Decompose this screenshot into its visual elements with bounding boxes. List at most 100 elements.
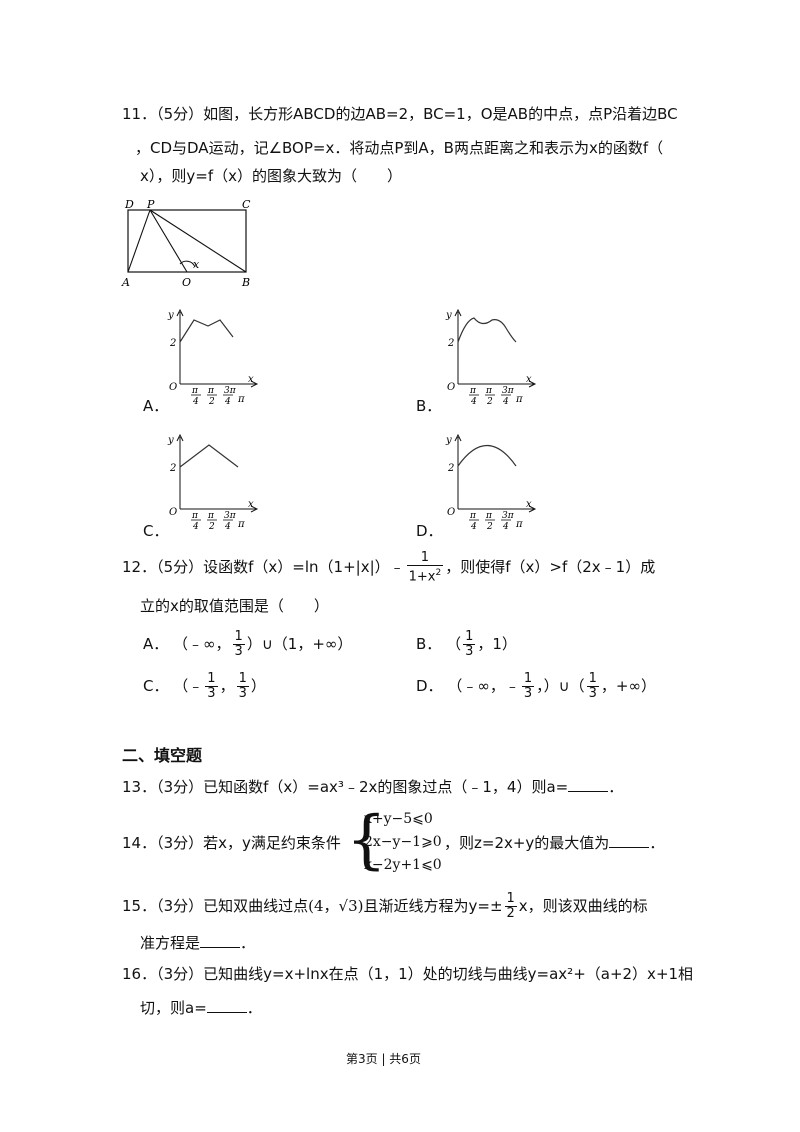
function-curve bbox=[457, 317, 517, 343]
q15-end: ． bbox=[240, 934, 256, 952]
q14-end: ． bbox=[649, 834, 665, 852]
q12-B-label: B． bbox=[416, 635, 442, 653]
tick-denominator: 2 bbox=[208, 522, 215, 531]
frac-den: 3 bbox=[588, 686, 597, 701]
origin-label: O bbox=[447, 507, 455, 518]
tick-denominator: 4 bbox=[470, 397, 477, 406]
tick-numerator: π bbox=[469, 386, 477, 396]
x-label: x bbox=[526, 374, 532, 385]
answer-blank[interactable] bbox=[206, 998, 247, 1013]
tick-numerator: 3π bbox=[224, 386, 237, 396]
frac-num: 1 bbox=[586, 671, 599, 687]
tick-denominator: 4 bbox=[224, 397, 231, 406]
q12-frac-exp: 2 bbox=[435, 568, 442, 578]
tick-numerator: π bbox=[485, 511, 493, 521]
q12-frac-num: 1 bbox=[406, 551, 444, 566]
q12-pre: 12．（5分）设函数f（x）=ln（1+|x|）﹣ bbox=[122, 558, 405, 577]
tick-denominator: 2 bbox=[486, 522, 493, 531]
tick-denominator: 2 bbox=[486, 397, 493, 406]
y-arrow bbox=[454, 308, 462, 317]
q12-D-pre: （﹣∞，﹣ bbox=[447, 677, 520, 695]
function-curve bbox=[179, 444, 239, 468]
rectangle-figure: D P C A O B x bbox=[121, 198, 251, 289]
q15-mid: 且渐近线方程为y=± bbox=[363, 897, 503, 915]
q13-text: 13．（3分）已知函数f（x）=ax³﹣2x的图象过点（﹣1，4）则a= bbox=[122, 778, 569, 796]
x-label: x bbox=[526, 499, 532, 510]
x-arrow bbox=[250, 380, 259, 388]
q13-end: ． bbox=[608, 778, 624, 796]
frac-den: 3 bbox=[523, 686, 533, 701]
q14-pre: 14．（3分）若x，y满足约束条件 bbox=[122, 834, 341, 852]
tick-label-2: 2 bbox=[447, 338, 454, 349]
q13: 13．（3分）已知函数f（x）=ax³﹣2x的图象过点（﹣1，4）则a= ． bbox=[122, 777, 623, 797]
tick-pi: π bbox=[515, 394, 523, 405]
frac-den: 3 bbox=[207, 686, 216, 701]
frac-num: 1 bbox=[236, 671, 249, 687]
frac-den: 3 bbox=[465, 644, 474, 659]
label-P: P bbox=[146, 198, 155, 211]
tick-numerator: π bbox=[485, 386, 493, 396]
origin-label: O bbox=[169, 382, 177, 393]
constraint-1: x+y−5⩽0 bbox=[364, 811, 433, 827]
q15-pre: 15．（3分）已知双曲线过点 bbox=[122, 897, 309, 915]
q14-post-text: ，则z=2x+y的最大值为 bbox=[444, 834, 610, 852]
tick-denominator: 4 bbox=[470, 522, 477, 531]
option-D-label: D． bbox=[416, 522, 443, 540]
frac-num: 1 bbox=[504, 891, 517, 907]
q12-B-pre: （ bbox=[446, 635, 462, 653]
tick-denominator: 4 bbox=[502, 397, 509, 406]
answer-blank[interactable] bbox=[200, 933, 241, 948]
answer-blank[interactable] bbox=[609, 833, 650, 848]
frac-den: 3 bbox=[234, 644, 243, 659]
tick-numerator: 3π bbox=[224, 511, 237, 521]
tick-numerator: 3π bbox=[502, 511, 515, 521]
x-arrow bbox=[528, 505, 537, 513]
tick-numerator: π bbox=[191, 386, 199, 396]
tick-denominator: 4 bbox=[224, 522, 231, 531]
q11-line2: ，CD与DA运动，记∠BOP=x．将动点P到A，B两点距离之和表示为x的函数f（ bbox=[135, 139, 664, 157]
y-label: y bbox=[167, 435, 174, 446]
constraint-3: x−2y+1⩽0 bbox=[364, 857, 442, 873]
q12-fraction: 1 1+x2 bbox=[406, 551, 444, 585]
q16-line2: 切，则a=． bbox=[140, 998, 262, 1018]
q11-line1: 11．（5分）如图，长方形ABCD的边AB=2，BC=1，O是AB的中点，点P沿… bbox=[122, 105, 678, 123]
x-arrow bbox=[250, 505, 259, 513]
frac-den: 3 bbox=[238, 686, 247, 701]
function-curve bbox=[179, 319, 234, 343]
tick-numerator: π bbox=[191, 511, 199, 521]
answer-blank[interactable] bbox=[568, 777, 609, 792]
page-footer: 第3页 | 共6页 bbox=[346, 1052, 421, 1066]
tick-denominator: 4 bbox=[192, 522, 199, 531]
constraint-2: 2x−y−1⩾0 bbox=[364, 834, 442, 850]
label-C: C bbox=[242, 198, 251, 211]
option-C-label: C． bbox=[143, 522, 169, 540]
q12-A-post: ）∪（1，+∞） bbox=[246, 635, 353, 653]
y-arrow bbox=[454, 433, 462, 442]
q12-D-mid: ，）∪（ bbox=[536, 677, 585, 695]
x-label: x bbox=[248, 374, 254, 385]
system-brace: { bbox=[346, 803, 387, 877]
q15-post: x，则该双曲线的标 bbox=[518, 897, 648, 915]
q15-line2-text: 准方程是 bbox=[140, 934, 201, 952]
section-heading: 二、填空题 bbox=[122, 746, 203, 765]
tick-denominator: 4 bbox=[192, 397, 199, 406]
frac-den: 2 bbox=[506, 906, 515, 921]
tick-label-2: 2 bbox=[169, 463, 176, 474]
tick-label-2: 2 bbox=[447, 463, 454, 474]
origin-label: O bbox=[169, 507, 177, 518]
tick-pi: π bbox=[515, 519, 523, 530]
x-arrow bbox=[528, 380, 537, 388]
tick-numerator: π bbox=[469, 511, 477, 521]
q12-frac-den: 1+x bbox=[408, 569, 436, 585]
tick-numerator: 3π bbox=[502, 386, 515, 396]
